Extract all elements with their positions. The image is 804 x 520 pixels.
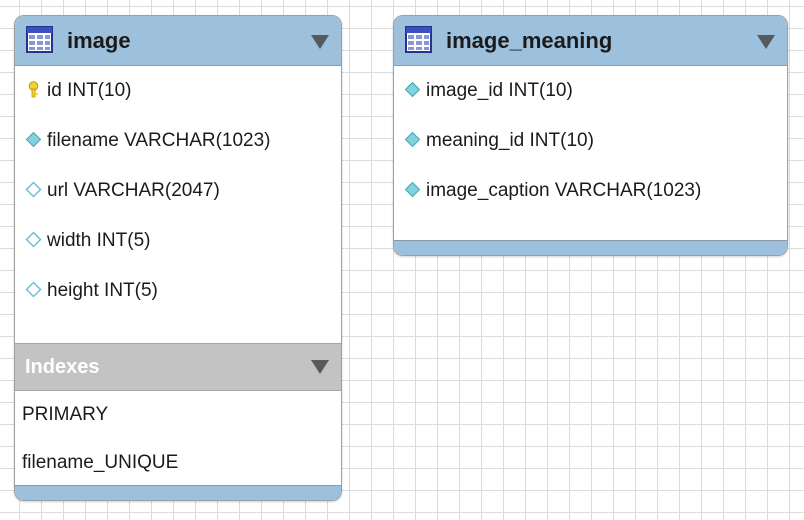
column-text: image_id INT(10) xyxy=(426,80,573,101)
collapse-arrow-icon[interactable] xyxy=(311,35,329,49)
column-list-padding xyxy=(15,316,341,343)
column-text: filename VARCHAR(1023) xyxy=(47,130,271,151)
indexes-header[interactable]: Indexes xyxy=(15,343,341,391)
table-header[interactable]: image_meaning xyxy=(394,16,787,66)
column-text: height INT(5) xyxy=(47,280,158,301)
column-list: id INT(10) filename VARCHAR(1023) url VA… xyxy=(15,66,341,316)
hollow-diamond-icon xyxy=(25,181,42,198)
table-image-meaning[interactable]: image_meaning image_id INT(10) meaning_i… xyxy=(393,15,788,256)
column-row[interactable]: id INT(10) xyxy=(15,66,341,116)
collapse-arrow-icon[interactable] xyxy=(757,35,775,49)
collapse-arrow-icon[interactable] xyxy=(311,360,329,374)
column-row[interactable]: height INT(5) xyxy=(15,266,341,316)
table-footer xyxy=(394,240,787,255)
column-text: meaning_id INT(10) xyxy=(426,130,594,151)
column-row[interactable]: width INT(5) xyxy=(15,216,341,266)
table-icon xyxy=(405,26,432,53)
indexes-title: Indexes xyxy=(25,356,100,378)
column-row[interactable]: url VARCHAR(2047) xyxy=(15,166,341,216)
column-row[interactable]: filename VARCHAR(1023) xyxy=(15,116,341,166)
column-row[interactable]: meaning_id INT(10) xyxy=(394,116,787,166)
column-text: image_caption VARCHAR(1023) xyxy=(426,180,702,201)
table-header[interactable]: image xyxy=(15,16,341,66)
filled-diamond-icon xyxy=(404,81,421,98)
column-list: image_id INT(10) meaning_id INT(10) imag… xyxy=(394,66,787,216)
primary-key-icon xyxy=(28,81,39,98)
column-row[interactable]: image_id INT(10) xyxy=(394,66,787,116)
filled-diamond-icon xyxy=(404,181,421,198)
table-title: image xyxy=(67,28,131,53)
column-row[interactable]: image_caption VARCHAR(1023) xyxy=(394,166,787,216)
column-text: id INT(10) xyxy=(47,80,132,101)
column-text: url VARCHAR(2047) xyxy=(47,180,220,201)
index-row[interactable]: filename_UNIQUE xyxy=(22,452,179,473)
hollow-diamond-icon xyxy=(25,231,42,248)
column-text: width INT(5) xyxy=(47,230,151,251)
table-icon xyxy=(26,26,53,53)
table-image[interactable]: image id INT(10) filename VARCHAR(1023) … xyxy=(14,15,342,501)
filled-diamond-icon xyxy=(25,131,42,148)
table-title: image_meaning xyxy=(446,28,613,53)
table-footer xyxy=(15,485,341,500)
filled-diamond-icon xyxy=(404,131,421,148)
hollow-diamond-icon xyxy=(25,281,42,298)
index-row[interactable]: PRIMARY xyxy=(22,404,109,425)
